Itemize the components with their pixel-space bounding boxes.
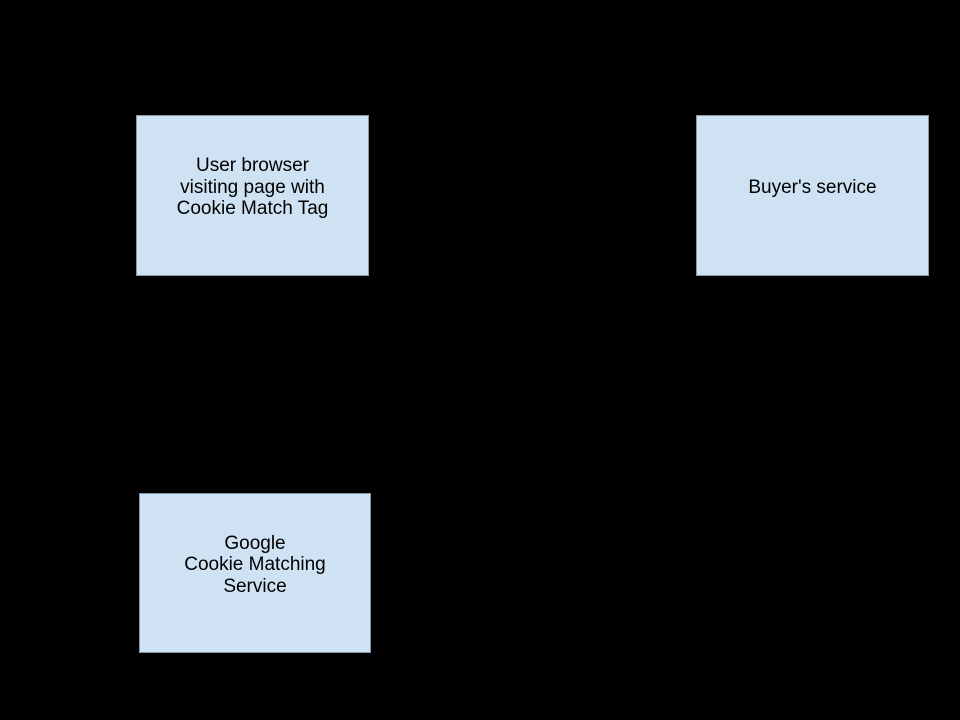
node-buyers-service: Buyer's service [696, 115, 929, 276]
node-google-line-2: Cookie Matching [184, 554, 326, 576]
node-user-browser-line-1: User browser [196, 155, 309, 177]
node-user-browser: User browser visiting page with Cookie M… [136, 115, 369, 276]
node-buyers-service-label: Buyer's service [697, 177, 928, 199]
node-google-cookie-matching-service-label: Google Cookie Matching Service [140, 533, 370, 598]
node-google-cookie-matching-service: Google Cookie Matching Service [139, 493, 371, 653]
node-buyers-service-line-1: Buyer's service [748, 176, 877, 198]
node-google-line-3: Service [223, 575, 287, 597]
node-google-line-1: Google [224, 532, 286, 554]
node-user-browser-line-3: Cookie Match Tag [176, 198, 329, 220]
node-user-browser-label: User browser visiting page with Cookie M… [137, 155, 368, 220]
node-user-browser-line-2: visiting page with [180, 176, 325, 198]
